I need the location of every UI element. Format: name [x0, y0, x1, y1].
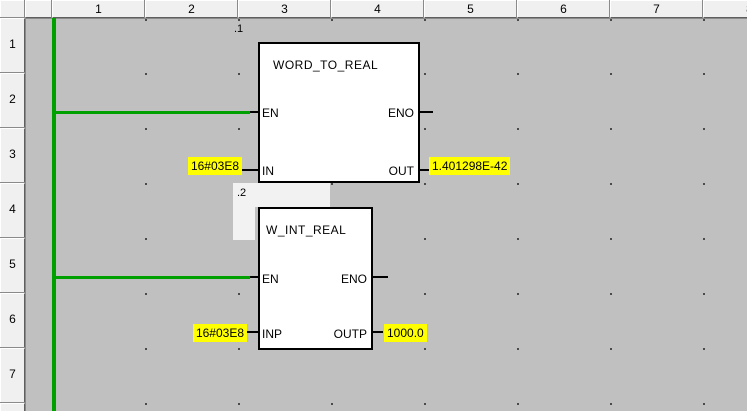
input-value-network-1[interactable]: 16#03E8 [187, 157, 242, 175]
out-stub-network-2 [372, 331, 383, 333]
out-stub-network-1 [419, 169, 429, 171]
column-header-7[interactable]: 7 [609, 0, 704, 19]
block-title: WORD_TO_REAL [273, 58, 379, 72]
grid-corner-cell [0, 0, 26, 19]
column-header-5[interactable]: 5 [423, 0, 518, 19]
pin-in[interactable]: IN [262, 164, 274, 178]
grid-margin-cell [24, 0, 53, 19]
row-header-partial[interactable] [0, 402, 26, 411]
in-stub-network-2 [247, 331, 259, 333]
row-header-7[interactable]: 7 [0, 347, 26, 404]
pin-inp[interactable]: INP [262, 327, 283, 341]
eno-stub-network-1 [419, 111, 433, 113]
en-wire-network-2 [52, 276, 250, 279]
row-header-1[interactable]: 1 [0, 17, 26, 74]
network-label-1[interactable]: .1 [234, 23, 244, 35]
column-header-3[interactable]: 3 [237, 0, 332, 19]
column-header-6[interactable]: 6 [516, 0, 611, 19]
in-stub-network-1 [242, 169, 259, 171]
power-rail [52, 18, 56, 411]
function-block-w-int-real[interactable]: W_INT_REAL EN ENO INP OUTP [258, 207, 373, 350]
row-header-3[interactable]: 3 [0, 127, 26, 184]
pin-outp[interactable]: OUTP [333, 327, 367, 341]
en-stub-network-2 [250, 276, 259, 278]
network-2-label-background [233, 183, 330, 207]
input-value-network-2[interactable]: 16#03E8 [192, 324, 247, 342]
row-header-4[interactable]: 4 [0, 182, 26, 239]
row-header-5[interactable]: 5 [0, 237, 26, 294]
output-value-network-2[interactable]: 1000.0 [384, 324, 427, 342]
output-value-network-1[interactable]: 1.401298E-42 [429, 157, 511, 175]
column-header-2[interactable]: 2 [144, 0, 239, 19]
pin-eno[interactable]: ENO [387, 106, 414, 120]
pin-en[interactable]: EN [262, 106, 279, 120]
eno-stub-network-2 [372, 276, 388, 278]
pin-en[interactable]: EN [262, 272, 279, 286]
pin-eno[interactable]: ENO [340, 272, 367, 286]
block-title: W_INT_REAL [266, 223, 347, 237]
column-header-4[interactable]: 4 [330, 0, 425, 19]
en-wire-network-1 [52, 111, 250, 114]
column-header-8[interactable]: 8 [702, 0, 747, 19]
network-label-2[interactable]: .2 [237, 187, 247, 199]
column-header-1[interactable]: 1 [51, 0, 146, 19]
en-stub-network-1 [250, 111, 259, 113]
row-header-6[interactable]: 6 [0, 292, 26, 349]
function-block-word-to-real[interactable]: WORD_TO_REAL EN ENO IN OUT [258, 42, 420, 183]
pin-out[interactable]: OUT [388, 164, 414, 178]
network-2-label-background-strip [233, 207, 255, 240]
row-header-2[interactable]: 2 [0, 72, 26, 129]
